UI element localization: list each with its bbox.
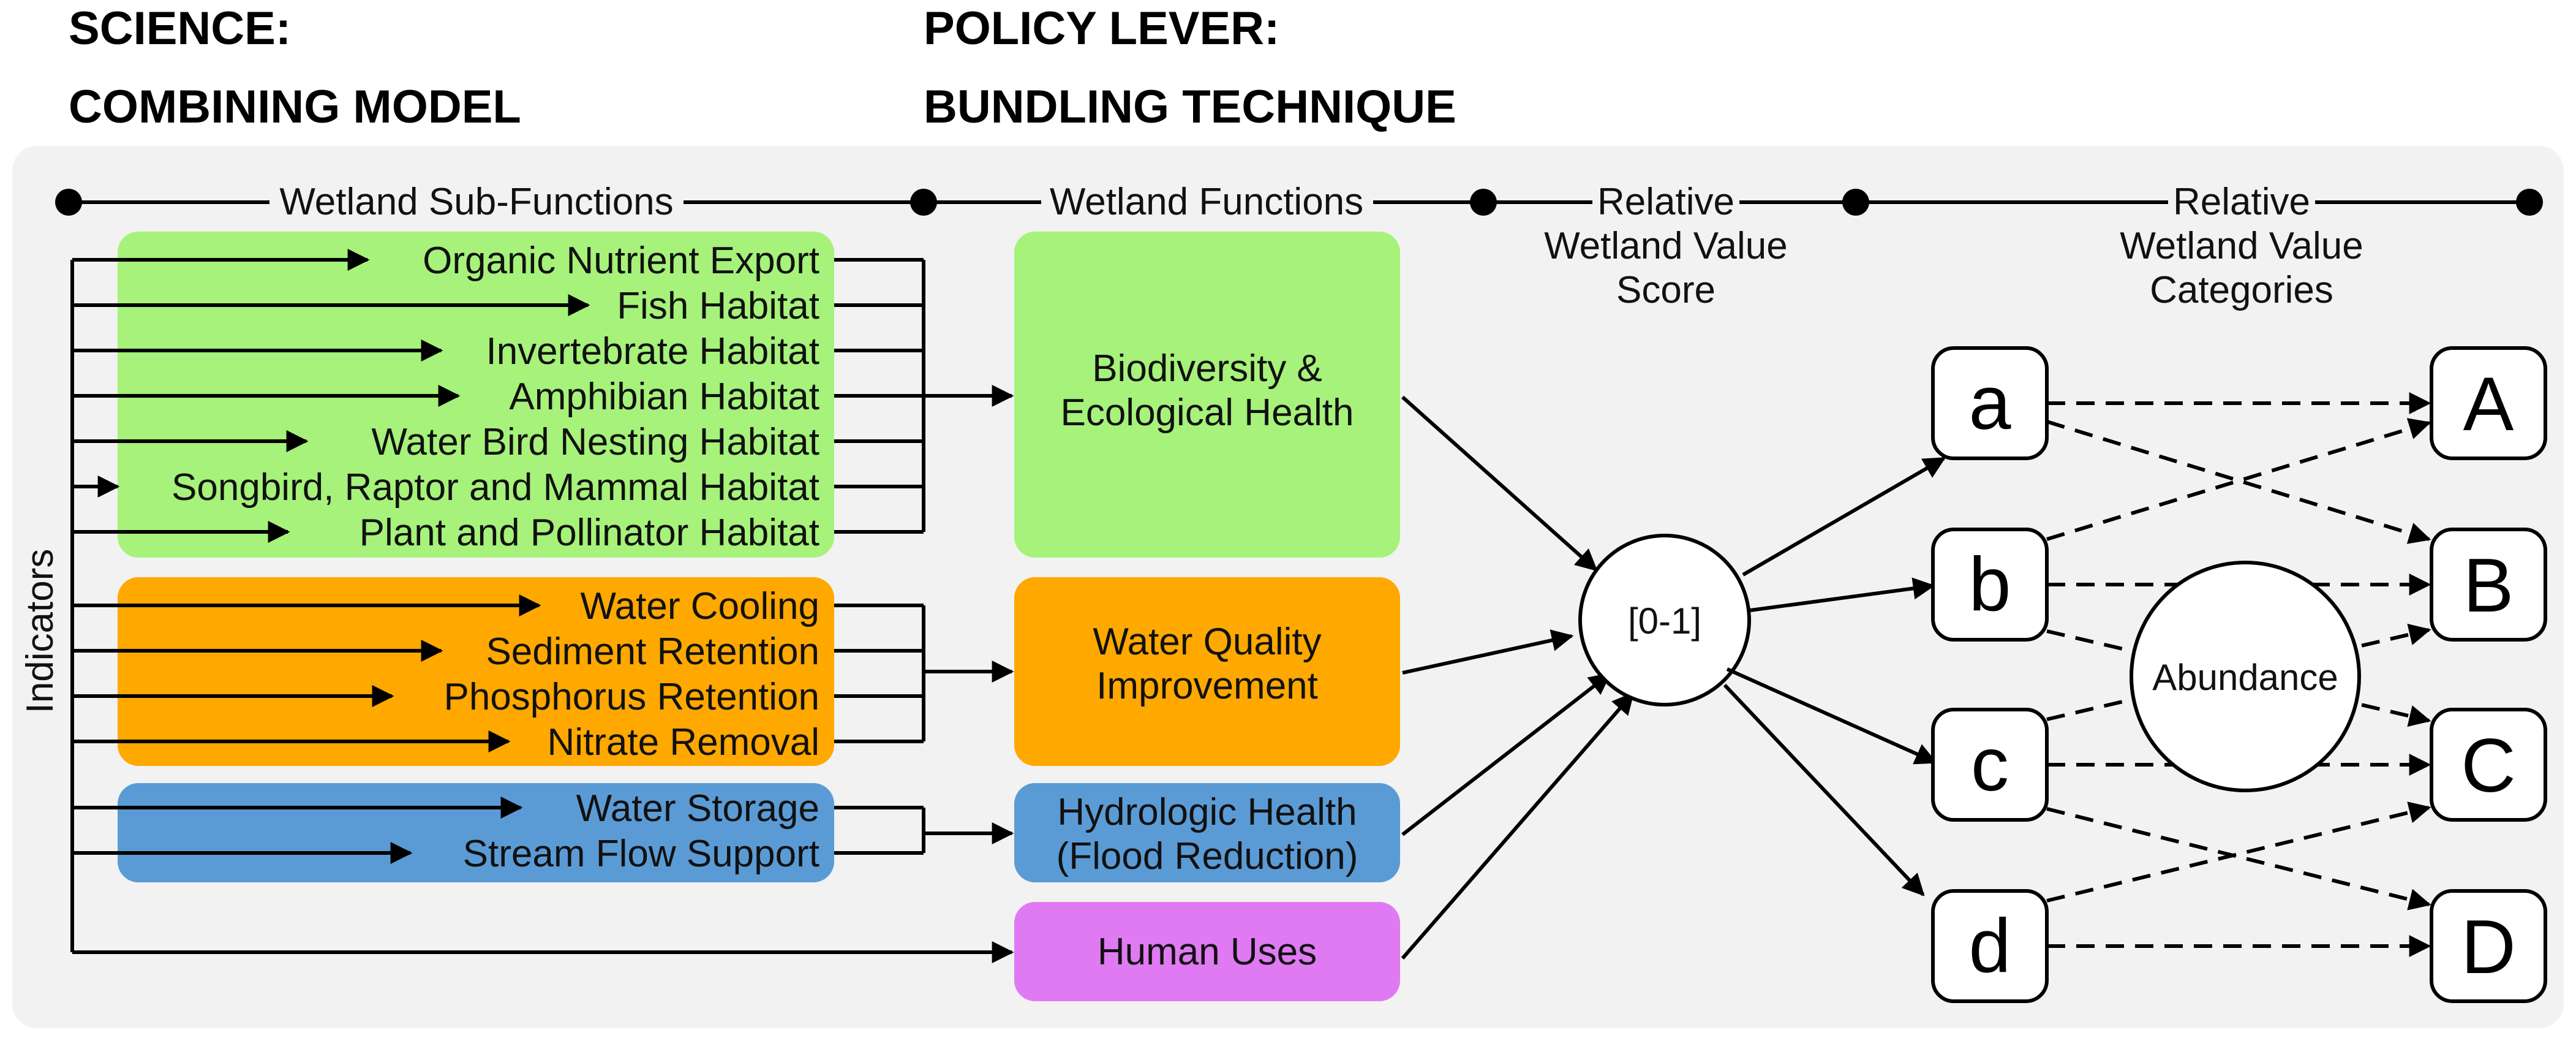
policy-heading-line1: POLICY LEVER: — [924, 2, 1279, 55]
level-label: a — [1969, 361, 2011, 445]
sub-function-label: Water Storage — [576, 787, 819, 830]
column-label-functions: Wetland Functions — [1050, 181, 1363, 223]
level-label: b — [1969, 542, 2011, 627]
group-box-biodiversity — [118, 232, 834, 558]
category-label: B — [2463, 544, 2514, 628]
abundance-label: Abundance — [2152, 657, 2338, 698]
function-label: Water Quality — [1093, 621, 1321, 663]
level-box-c — [1931, 708, 2049, 822]
column-label-categories-3: Categories — [2150, 269, 2333, 311]
category-label: C — [2461, 724, 2516, 808]
function-label: Improvement — [1096, 665, 1318, 707]
bundling-brackets — [834, 258, 1014, 855]
group-box-water-quality — [118, 577, 834, 766]
function-label: (Flood Reduction) — [1056, 835, 1358, 877]
level-box-b — [1931, 528, 2049, 642]
column-label-score-3: Score — [1616, 269, 1715, 311]
score-node-label: [0-1] — [1628, 600, 1701, 642]
function-box-human-uses — [1014, 902, 1400, 1001]
function-label: Human Uses — [1098, 931, 1317, 973]
axis-dot — [910, 189, 937, 216]
indicators-label: Indicators — [19, 549, 61, 714]
sub-function-label: Phosphorus Retention — [443, 676, 819, 718]
column-label-sub-functions: Wetland Sub-Functions — [279, 181, 673, 223]
sub-function-label: Songbird, Raptor and Mammal Habitat — [171, 466, 819, 509]
axis-dot — [2516, 189, 2543, 216]
function-box-water-quality — [1014, 577, 1400, 766]
category-box-a — [2430, 346, 2547, 460]
category-label: A — [2463, 362, 2514, 447]
sub-function-label: Water Cooling — [580, 585, 819, 627]
science-heading-line2: COMBINING MODEL — [69, 81, 521, 133]
level-box-a — [1931, 346, 2049, 460]
arrow-function-to-score — [1402, 629, 1574, 675]
sub-function-label: Water Bird Nesting Habitat — [371, 421, 819, 463]
arrow-function-to-score — [1401, 395, 1598, 572]
function-label: Biodiversity & — [1092, 347, 1322, 390]
sub-function-label: Fish Habitat — [617, 285, 819, 327]
function-box-biodiversity — [1014, 232, 1400, 558]
arrow-score-to-level — [1742, 456, 1946, 577]
axis-dot — [1842, 189, 1869, 216]
category-box-b — [2430, 528, 2547, 642]
category-box-d — [2430, 889, 2547, 1003]
function-box-hydrologic — [1014, 783, 1400, 882]
function-label: Ecological Health — [1060, 392, 1354, 434]
sub-function-label: Plant and Pollinator Habitat — [360, 512, 819, 554]
column-label-categories-2: Wetland Value — [2120, 225, 2363, 267]
arrow-score-to-level — [1726, 667, 1938, 765]
column-label-score-1: Relative — [1597, 181, 1734, 223]
abundance-node — [2130, 561, 2361, 792]
arrow-score-to-level — [1750, 577, 1935, 612]
level-label: c — [1971, 722, 2009, 807]
axis-dot — [1470, 189, 1497, 216]
function-label: Hydrologic Health — [1057, 791, 1357, 833]
column-label-score-2: Wetland Value — [1544, 225, 1788, 267]
column-label-categories-1: Relative — [2173, 181, 2310, 223]
indicator-arrows — [72, 249, 590, 864]
sub-function-label: Organic Nutrient Export — [423, 240, 819, 282]
score-node — [1578, 534, 1751, 707]
sub-function-label: Stream Flow Support — [463, 833, 819, 875]
policy-heading-line2: BUNDLING TECHNIQUE — [924, 81, 1456, 133]
axis-dot — [55, 189, 82, 216]
arrow-function-to-score — [1401, 692, 1635, 960]
level-box-d — [1931, 889, 2049, 1003]
sub-function-label: Invertebrate Habitat — [486, 330, 819, 373]
arrow-score-to-level — [1723, 683, 1925, 896]
level-label: d — [1969, 904, 2011, 988]
arrow-function-to-score — [1401, 672, 1611, 836]
category-label: D — [2461, 905, 2516, 990]
sub-function-label: Sediment Retention — [486, 631, 819, 673]
sub-function-label: Nitrate Removal — [548, 721, 819, 763]
science-heading-line1: SCIENCE: — [69, 2, 291, 55]
category-box-c — [2430, 708, 2547, 822]
sub-function-label: Amphibian Habitat — [509, 376, 819, 418]
